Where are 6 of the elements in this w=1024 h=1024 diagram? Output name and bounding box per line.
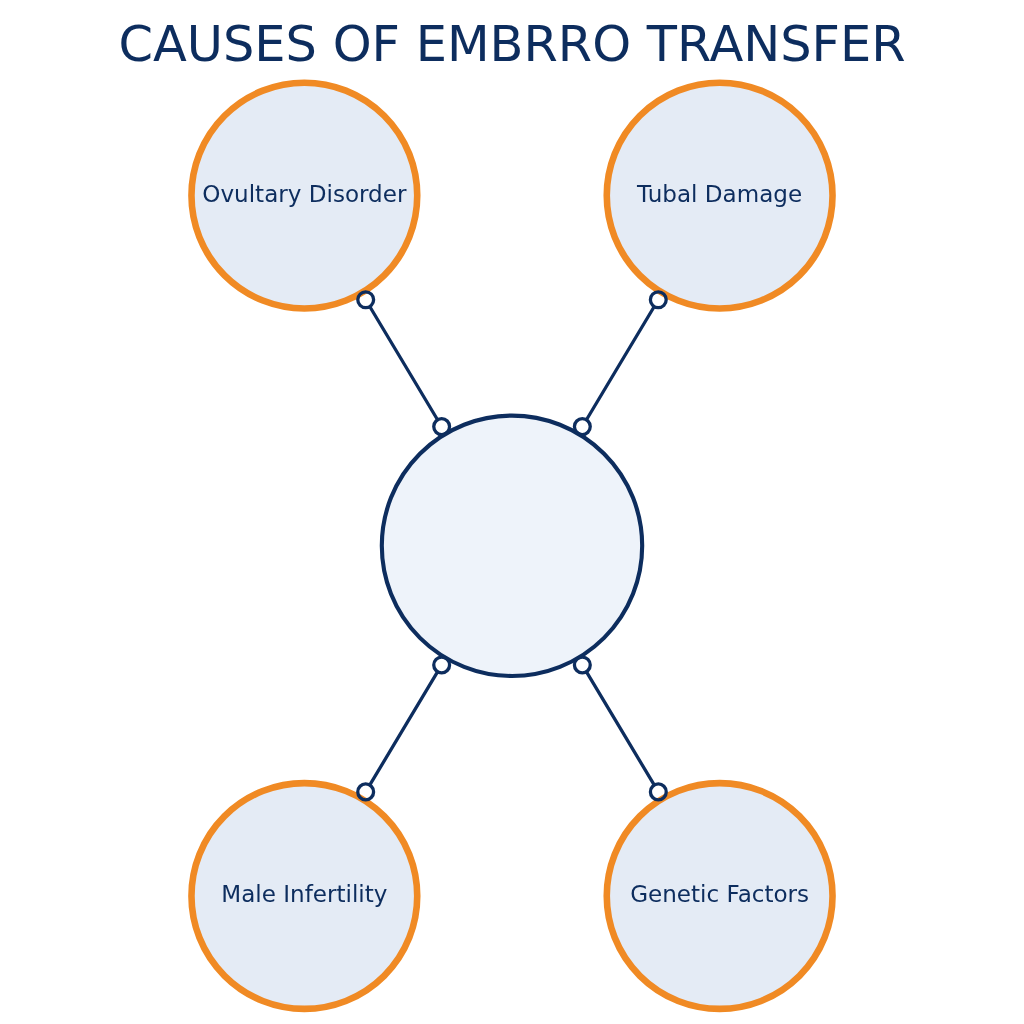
connector [356,655,452,802]
connector [572,655,668,802]
node-circle [379,413,645,679]
connector [572,290,668,437]
diagram-title: CAUSES OF EMBRRO TRANSFER [118,15,906,74]
connector [356,290,452,437]
